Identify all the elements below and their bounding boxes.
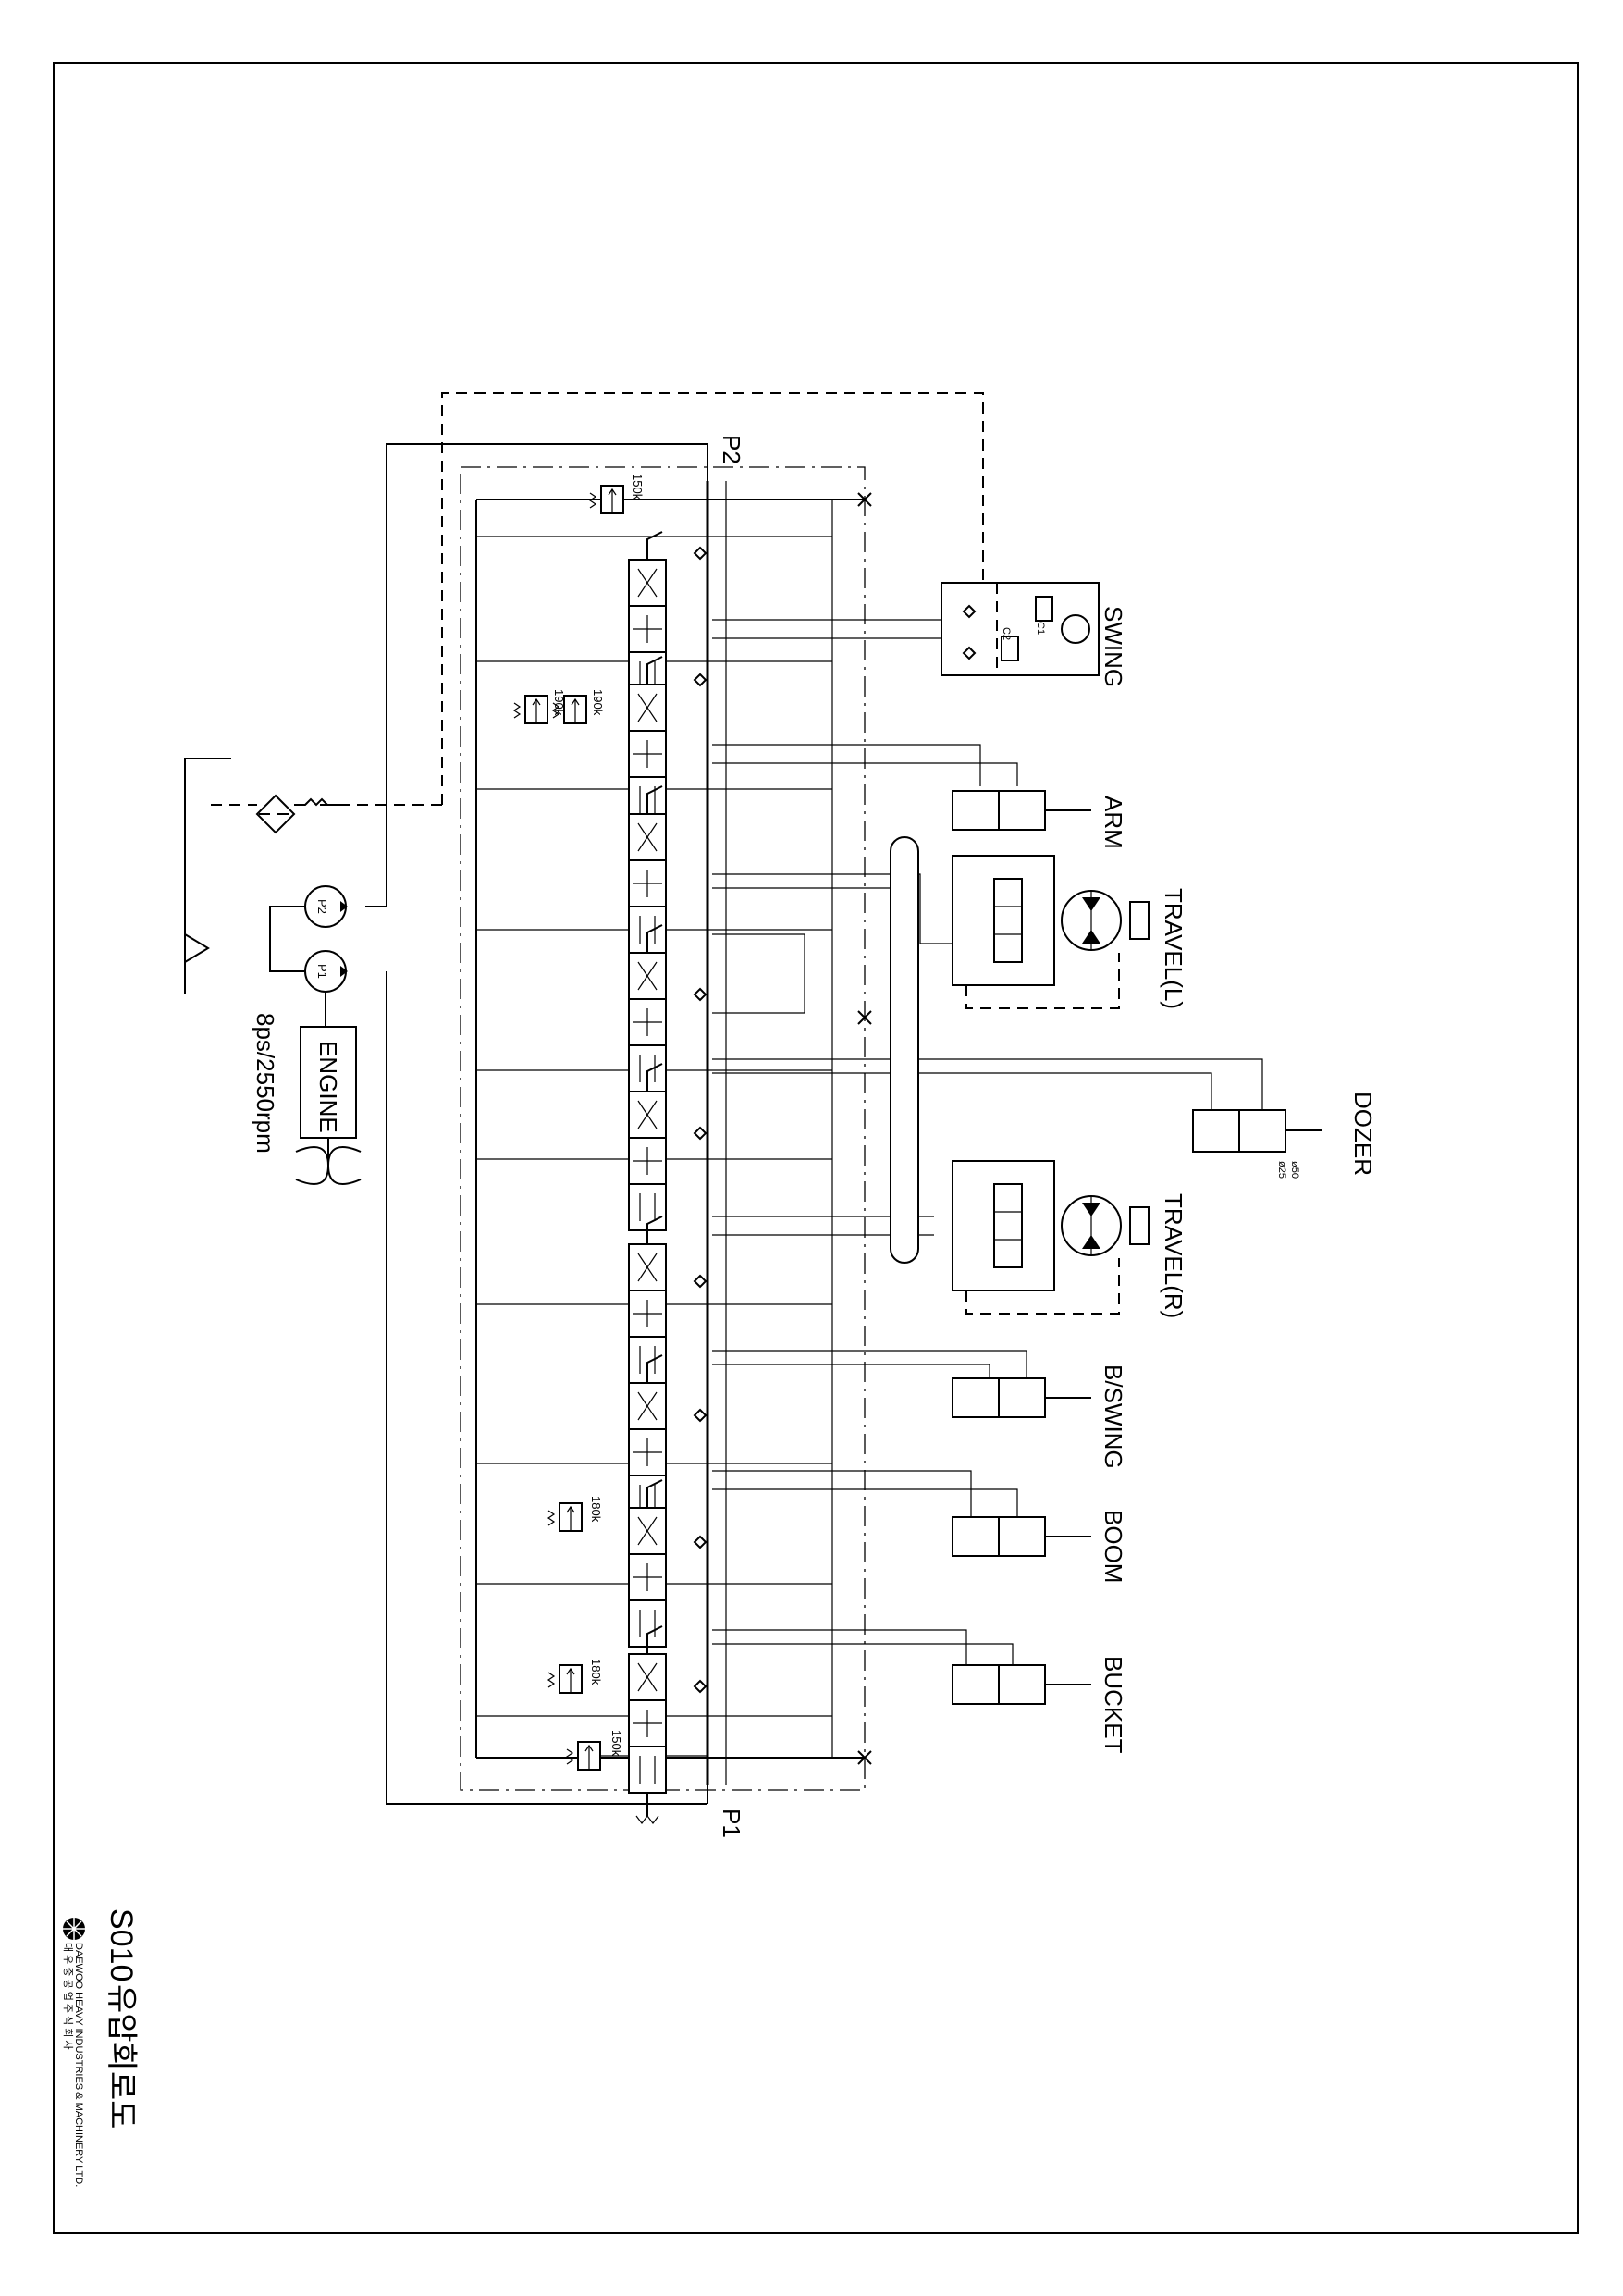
valve-section-bucket — [628, 1625, 667, 1824]
daewoo-shell-logo-icon — [63, 1918, 85, 1940]
actuator-label-arm: ARM — [1100, 796, 1127, 849]
dozer-spec-bore: ø50 — [1289, 1161, 1300, 1179]
travel-left-motor-block — [952, 855, 1150, 1009]
swing-motor-block — [941, 582, 1100, 676]
bswing-cylinder — [952, 1377, 1091, 1418]
company-name-en: DAEWOO HEAVY INDUSTRIES & MACHINERY LTD. — [73, 1943, 84, 2187]
check-valve-travel-left — [694, 988, 707, 1001]
arm-relief-label-a: 190k — [552, 689, 566, 716]
bucket-relief-label: 180k — [589, 1659, 603, 1685]
swing-valve-label-c2: C2 — [1001, 627, 1012, 640]
dozer-cylinder — [1192, 1109, 1322, 1153]
dozer-spec-rod: ø25 — [1276, 1161, 1287, 1179]
bucket-relief-valve — [547, 1664, 583, 1694]
actuator-label-dozer: DOZER — [1349, 1092, 1377, 1176]
check-valve-swing — [694, 547, 707, 560]
company-name-kr: 대 우 중 공 업 주 식 회 사 — [62, 1943, 74, 2050]
actuator-label-travel-left: TRAVEL(L) — [1160, 888, 1187, 1009]
actuator-label-bucket: BUCKET — [1100, 1656, 1127, 1754]
actuator-label-swing: SWING — [1100, 606, 1127, 687]
actuator-label-travel-right: TRAVEL(R) — [1160, 1193, 1187, 1318]
arm-cylinder — [952, 790, 1091, 831]
actuator-label-bswing: B/SWING — [1100, 1364, 1127, 1469]
check-valve-arm — [694, 673, 707, 686]
drawing-code: S010 — [104, 1908, 139, 1981]
main-relief-valve-p2 — [589, 485, 712, 514]
center-swivel-joint — [890, 836, 919, 1264]
check-valve-dozer — [694, 1127, 707, 1140]
check-valve-travel-right — [694, 1275, 707, 1288]
pump-p2 — [269, 885, 348, 972]
swing-valve-label-c1: C1 — [1035, 622, 1046, 635]
tank-and-filter — [184, 758, 348, 994]
arm-relief-label-b: 190k — [591, 689, 605, 716]
engine-label: ENGINE — [314, 1041, 342, 1133]
port-label-p1: P1 — [718, 1808, 745, 1838]
pump-p1-label: P1 — [315, 964, 329, 979]
drawing-title: 유압회로도 — [104, 1984, 139, 2129]
boom-relief-valve — [547, 1502, 583, 1532]
check-valve-boom — [694, 1536, 707, 1549]
engine — [295, 1026, 362, 1185]
main-relief-label-p2: 150k — [631, 474, 645, 500]
actuator-label-boom: BOOM — [1100, 1510, 1127, 1583]
travel-right-motor-block — [952, 1160, 1150, 1315]
arm-relief-valve-a — [513, 695, 548, 724]
pump-p2-label: P2 — [315, 899, 329, 914]
check-valve-bswing — [694, 1409, 707, 1422]
check-valve-bucket — [694, 1680, 707, 1693]
port-label-p2: P2 — [718, 435, 745, 464]
boom-cylinder — [952, 1516, 1091, 1557]
drawing-border — [53, 62, 1579, 2234]
bucket-cylinder — [952, 1664, 1091, 1705]
main-relief-label-p1: 150k — [609, 1730, 623, 1757]
pump-p1 — [304, 950, 348, 1027]
actuator-work-lines — [712, 619, 1263, 1665]
boom-relief-label: 180k — [589, 1496, 603, 1523]
engine-rating: 8ps/2550rpm — [252, 1013, 279, 1154]
